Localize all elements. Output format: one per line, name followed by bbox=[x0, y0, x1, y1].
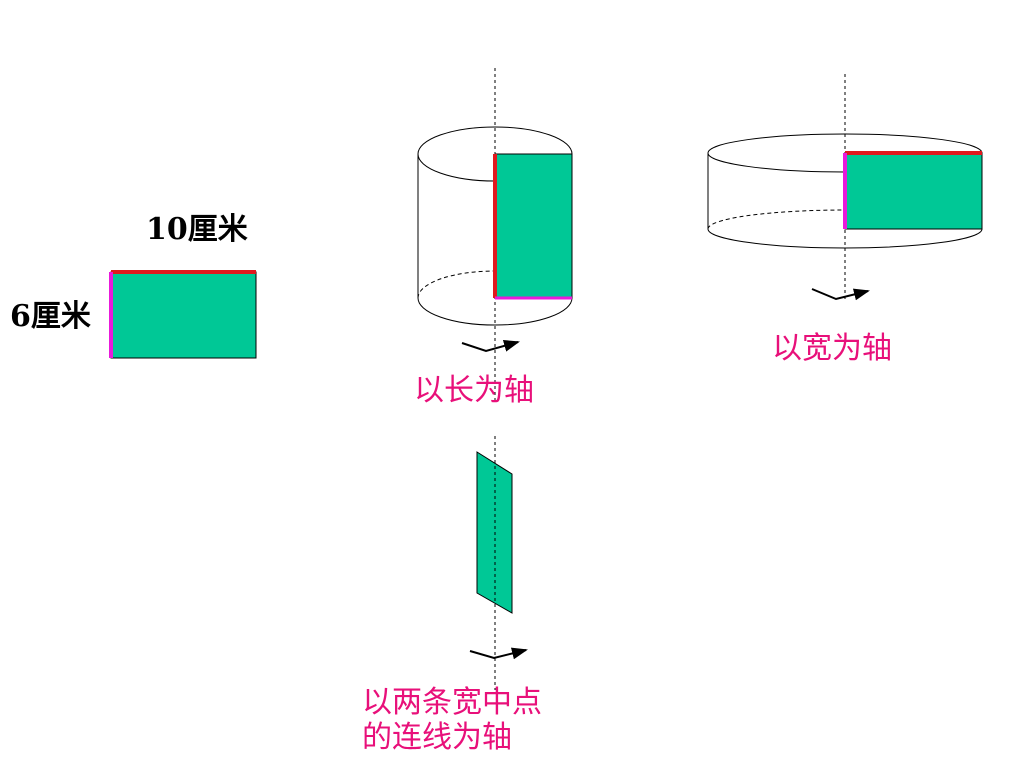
midline-caption-line-2: 的连线为轴 bbox=[362, 719, 512, 755]
length-label: 10厘米 bbox=[146, 212, 248, 247]
long-axis-caption: 以长为轴 bbox=[414, 373, 534, 408]
flat-cylinder bbox=[707, 74, 983, 301]
tall-cylinder bbox=[417, 68, 573, 400]
tall-cylinder-rotation-arrow-icon bbox=[461, 340, 520, 353]
flat-cylinder-section bbox=[844, 152, 983, 230]
flat-cylinder-rotation-arrow-icon bbox=[811, 288, 870, 301]
original-rectangle bbox=[109, 270, 257, 359]
midline-rotation-arrow-icon bbox=[469, 647, 528, 660]
midline-rotation bbox=[469, 436, 528, 690]
midline-axis-caption: 以两条宽中点 的连线为轴 bbox=[362, 685, 542, 755]
midline-caption-line-1: 以两条宽中点 bbox=[362, 685, 542, 720]
tall-cylinder-section bbox=[494, 153, 573, 299]
width-label: 6厘米 bbox=[10, 299, 91, 334]
wide-axis-caption: 以宽为轴 bbox=[772, 331, 892, 366]
